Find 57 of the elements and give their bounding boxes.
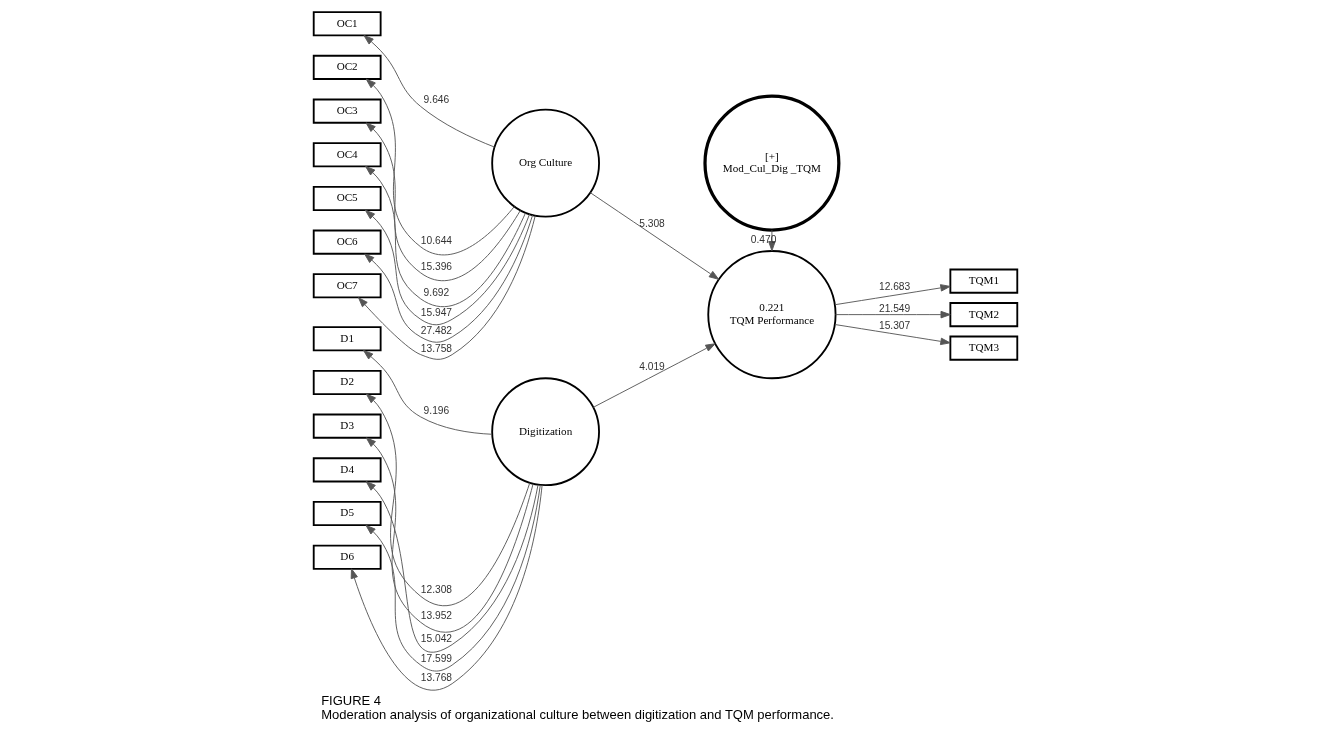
edge-label: 12.308 xyxy=(420,584,453,596)
node-box: D4 xyxy=(312,457,382,483)
edge-label: 15.042 xyxy=(420,632,453,644)
arrow xyxy=(363,350,493,435)
node-box: OC7 xyxy=(312,273,382,299)
edge-label: 15.947 xyxy=(420,307,453,319)
arrow xyxy=(350,484,543,691)
node-box: TQM1 xyxy=(949,268,1019,294)
edge-label: 13.768 xyxy=(420,671,453,683)
arrow xyxy=(592,343,716,408)
arrow xyxy=(365,122,521,281)
arrow xyxy=(365,78,515,256)
arrow xyxy=(768,229,776,252)
diagram-title: FIGURE 4 xyxy=(321,692,382,708)
edge-label: 9.646 xyxy=(423,94,450,106)
node-circle: Digitization xyxy=(491,377,600,487)
edge-label: 15.396 xyxy=(420,260,453,272)
node-box: D6 xyxy=(312,544,382,570)
node-box: D2 xyxy=(312,369,382,395)
edge-label: 0.470 xyxy=(750,234,777,246)
node-box: D5 xyxy=(312,500,382,527)
edge-label: 17.599 xyxy=(420,653,453,665)
node-box: OC5 xyxy=(312,185,382,211)
edge-label: 21.549 xyxy=(878,302,911,314)
edge-label: 10.644 xyxy=(420,234,453,246)
arrow xyxy=(834,324,951,346)
edge-label: 27.482 xyxy=(420,324,453,336)
node-box: TQM2 xyxy=(949,302,1019,328)
node-box: OC4 xyxy=(312,142,382,168)
node-box: TQM3 xyxy=(949,335,1019,361)
edge-label: 15.307 xyxy=(878,320,911,332)
edge-label: 5.308 xyxy=(639,218,665,230)
node-box: OC1 xyxy=(312,11,382,37)
arrow xyxy=(364,209,530,326)
arrow xyxy=(364,214,534,343)
edge-label: 9.692 xyxy=(423,286,450,298)
arrow xyxy=(365,437,534,633)
edge-label: 4.019 xyxy=(639,361,665,373)
arrow xyxy=(365,165,526,308)
node-box: OC3 xyxy=(312,98,382,124)
arrow xyxy=(363,35,495,148)
arrow xyxy=(358,215,536,360)
edge-label: 12.683 xyxy=(878,281,911,293)
edge-label: 13.952 xyxy=(420,610,453,622)
arrow xyxy=(835,310,951,319)
arrow xyxy=(589,192,720,280)
node-box: D1 xyxy=(312,326,382,352)
edge-label: 13.758 xyxy=(420,342,453,354)
node-box: D3 xyxy=(312,413,382,439)
arrow xyxy=(365,393,531,607)
node-box: OC6 xyxy=(312,229,382,255)
node-box: OC2 xyxy=(312,54,382,80)
node-circle: [+] Mod_Cul_Dig _TQM xyxy=(703,94,841,232)
edge-label: 9.196 xyxy=(423,404,450,416)
arrow xyxy=(834,284,951,306)
caption: Moderation analysis of organizational culture between digitization and TQM performance. xyxy=(321,706,834,722)
node-circle: Org Culture xyxy=(491,108,600,218)
